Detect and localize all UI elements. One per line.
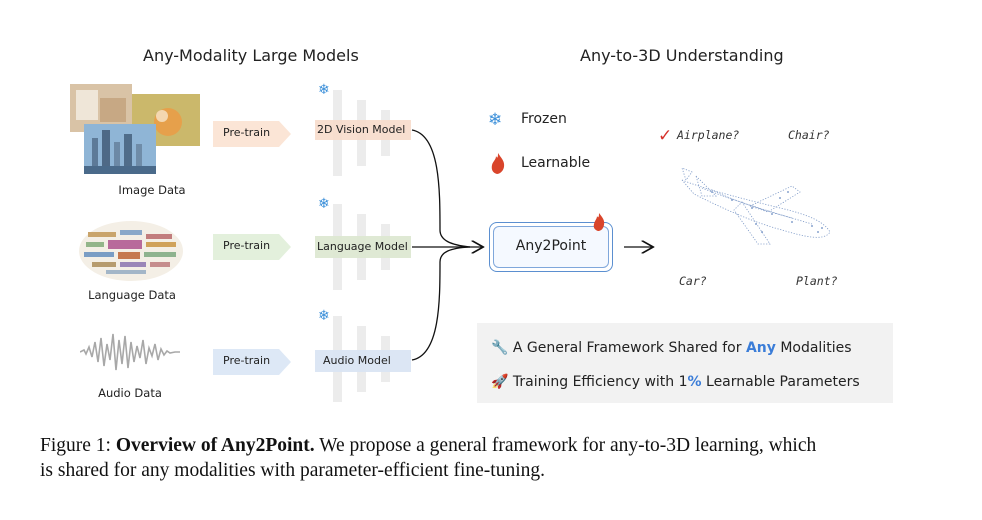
- waveform-graphic: [79, 333, 180, 371]
- language-model-label: Language Model: [317, 240, 408, 253]
- prediction-plant: Plant?: [796, 274, 838, 288]
- word-cloud-graphic: [79, 221, 183, 281]
- flame-icon: [491, 153, 505, 174]
- snowflake-icon: ❄: [318, 82, 330, 98]
- language-word-cloud: [78, 220, 184, 282]
- vision-model-block: ❄ 2D Vision Model: [315, 82, 425, 176]
- language-model-block: ❄ Language Model: [315, 196, 425, 292]
- info-box: 🔧 A General Framework Shared for Any Mod…: [477, 323, 893, 403]
- info-line-efficiency: 🚀 Training Efficiency with 1% Learnable …: [491, 374, 860, 390]
- pretrain-arrow-vision: Pre-train: [213, 117, 291, 151]
- airplane-point-cloud: [681, 167, 831, 245]
- info-line2-suffix: Learnable Parameters: [701, 374, 860, 390]
- vision-model-label: 2D Vision Model: [317, 123, 406, 136]
- vision-model-layers: [315, 90, 411, 176]
- audio-model-layers: [315, 316, 411, 402]
- pretrain-arrow-shape: [213, 234, 291, 260]
- check-mark-icon: ✓: [658, 126, 673, 146]
- caption-bold-title: Overview of Any2Point.: [115, 435, 315, 456]
- pretrain-arrow-language: Pre-train: [213, 230, 291, 264]
- image-collage-graphic: [70, 84, 200, 174]
- caption-line1-rest: We propose a general framework for any-t…: [314, 435, 817, 456]
- figure-caption-line2: is shared for any modalities with parame…: [40, 460, 545, 481]
- prediction-car: Car?: [679, 274, 707, 288]
- language-data-label: Language Data: [88, 288, 176, 302]
- left-section-title: Any-Modality Large Models: [143, 46, 359, 65]
- prediction-airplane: Airplane?: [677, 128, 740, 142]
- image-data-label: Image Data: [118, 183, 186, 197]
- snowflake-icon: ❄: [318, 308, 330, 324]
- legend-learnable: Learnable: [521, 155, 591, 171]
- figure-caption-line1: Figure 1: Overview of Any2Point. We prop…: [40, 435, 816, 457]
- any2point-box: Any2Point: [489, 222, 613, 272]
- audio-model-label: Audio Model: [323, 354, 391, 367]
- info-line-framework: 🔧 A General Framework Shared for Any Mod…: [491, 340, 852, 356]
- info-line1-suffix: Modalities: [775, 340, 852, 356]
- info-line1-prefix: A General Framework Shared for: [512, 340, 746, 356]
- info-line2-highlight: %: [687, 374, 702, 390]
- any2point-label: Any2Point: [515, 238, 587, 254]
- language-model-layers: [315, 204, 411, 290]
- pretrain-label-language: Pre-train: [223, 239, 271, 252]
- flame-icon: [593, 213, 605, 231]
- snowflake-icon: ❄: [488, 110, 503, 130]
- legend-frozen: Frozen: [521, 111, 567, 127]
- rocket-icon: 🚀: [491, 374, 509, 390]
- audio-model-block: ❄ Audio Model: [315, 308, 425, 404]
- audio-waveform: [79, 330, 180, 374]
- prediction-chair: Chair?: [788, 128, 830, 142]
- audio-data-label: Audio Data: [98, 386, 162, 400]
- pretrain-arrow-shape: [213, 121, 291, 147]
- pretrain-label-vision: Pre-train: [223, 126, 271, 139]
- snowflake-icon: ❄: [318, 196, 330, 212]
- pretrain-arrow-audio: Pre-train: [213, 345, 291, 379]
- wrench-icon: 🔧: [491, 340, 509, 356]
- image-data-collage: [70, 84, 200, 174]
- info-line2-prefix: Training Efficiency with 1: [512, 374, 688, 390]
- caption-prefix: Figure 1:: [40, 435, 116, 456]
- pretrain-label-audio: Pre-train: [223, 354, 271, 367]
- right-section-title: Any-to-3D Understanding: [580, 46, 784, 65]
- pretrain-arrow-shape: [213, 349, 291, 375]
- info-line1-highlight: Any: [745, 340, 776, 356]
